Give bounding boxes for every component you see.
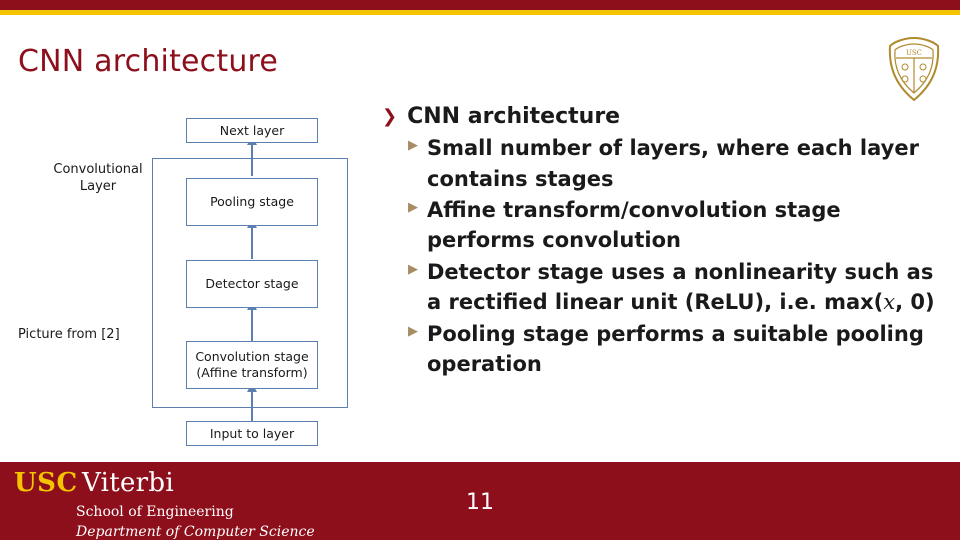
bullet-heading-text: CNN architecture (407, 104, 621, 129)
convolutional-layer-label-line1: Convolutional (53, 162, 143, 177)
box-pooling-stage: Pooling stage (186, 178, 318, 226)
usc-shield-icon: USC (884, 36, 944, 102)
box-detector-stage-label: Detector stage (205, 276, 299, 292)
arrow-input-to-convolution (247, 383, 257, 423)
bullet-list: ❯ CNN architecture ▶ Small number of lay… (382, 104, 942, 381)
page-number: 11 (466, 490, 494, 515)
footer-bar: USC Viterbi School of Engineering Depart… (0, 462, 960, 540)
box-next-layer: Next layer (186, 118, 318, 143)
bullet-heading: ❯ CNN architecture (382, 104, 942, 130)
bullet-item-4: ▶ Pooling stage performs a suitable pool… (408, 319, 942, 380)
bullet-item-2-text: Affine transform/convolution stage perfo… (427, 197, 841, 253)
arrow-convolution-to-detector (247, 301, 257, 341)
picture-credit: Picture from [2] (18, 327, 120, 342)
footer-usc-wordmark: USC (14, 468, 78, 498)
bullet-item-1-text: Small number of layers, where each layer… (427, 136, 919, 191)
svg-text:USC: USC (906, 49, 922, 57)
top-bar-maroon (0, 0, 960, 10)
page-title: CNN architecture (18, 44, 279, 79)
bullet-item-4-marker: ▶ (408, 323, 418, 339)
arrow-detector-to-pooling (247, 219, 257, 259)
box-convolution-stage: Convolution stage (Affine transform) (186, 341, 318, 389)
arrow-pooling-to-next-layer (247, 136, 257, 176)
bullet-item-4-text: Pooling stage performs a suitable poolin… (427, 321, 924, 377)
box-next-layer-label: Next layer (219, 122, 285, 138)
convolutional-layer-group-box (152, 158, 348, 408)
box-detector-stage: Detector stage (186, 260, 318, 308)
bullet-item-3: ▶ Detector stage uses a nonlinearity suc… (408, 257, 942, 318)
footer-viterbi-wordmark: Viterbi (82, 468, 174, 498)
bullet-item-3-marker: ▶ (408, 261, 418, 277)
bullet-item-3-suffix: , 0) (895, 290, 935, 315)
bullet-item-1: ▶ Small number of layers, where each lay… (408, 133, 942, 194)
box-input-to-layer-label: Input to layer (209, 425, 295, 441)
footer-school-line: School of Engineering (76, 504, 234, 520)
bullet-item-3-prefix: Detector stage uses a nonlinearity such … (427, 259, 934, 315)
top-bar-gold (0, 10, 960, 15)
convolutional-layer-label: Convolutional Layer (38, 162, 158, 196)
bullet-item-3-variable: x (883, 290, 896, 315)
bullet-item-2: ▶ Affine transform/convolution stage per… (408, 195, 942, 256)
box-convolution-stage-label-line1: Convolution stage (195, 349, 309, 365)
box-convolution-stage-label-line2: (Affine transform) (196, 365, 308, 380)
bullet-heading-marker: ❯ (382, 106, 398, 127)
bullet-item-1-marker: ▶ (408, 138, 418, 154)
footer-department-line: Department of Computer Science (76, 524, 315, 540)
convolutional-layer-label-line2: Layer (79, 178, 117, 194)
cnn-architecture-diagram: Next layer Pooling stage Detector stage … (0, 100, 370, 460)
box-pooling-stage-label: Pooling stage (210, 194, 294, 210)
bullet-item-2-marker: ▶ (408, 199, 418, 215)
bullet-item-3-text: Detector stage uses a nonlinearity such … (427, 257, 942, 318)
box-input-to-layer: Input to layer (186, 421, 318, 446)
